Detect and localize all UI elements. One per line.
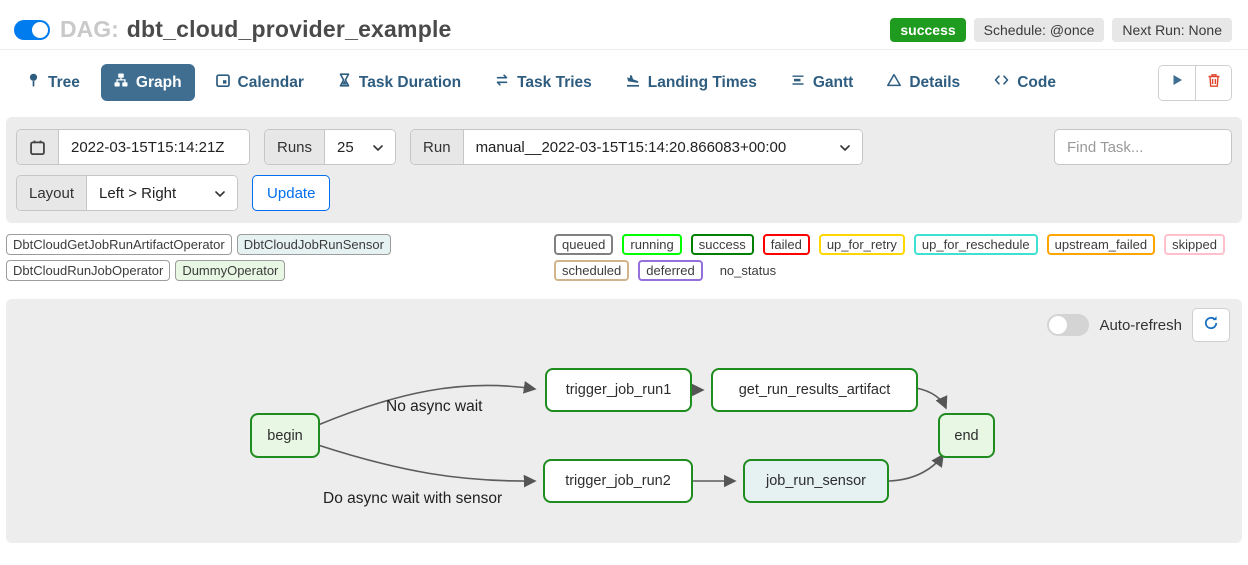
dag-prefix: DAG: — [60, 16, 119, 42]
tab-details[interactable]: Details — [874, 64, 973, 101]
dag-graph-panel: Auto-refresh No async wait Do async wait… — [6, 299, 1242, 543]
run-value: manual__2022-03-15T15:14:20.866083+00:00 — [475, 138, 787, 156]
run-select[interactable]: manual__2022-03-15T15:14:20.866083+00:00 — [463, 130, 862, 164]
edge-begin-trigger2 — [317, 444, 537, 488]
runs-group: Runs 25 — [264, 129, 397, 165]
state-badge: scheduled — [554, 260, 630, 281]
edge-sensor-end — [888, 453, 944, 482]
tab-label: Task Tries — [517, 73, 592, 91]
runs-value: 25 — [337, 138, 354, 156]
layout-value: Left > Right — [99, 184, 177, 202]
filter-bar: Runs 25 Run manual__2022-03-15T15:14:20.… — [6, 117, 1242, 223]
tab-task-duration[interactable]: Task Duration — [325, 64, 474, 101]
state-badge: failed — [762, 234, 810, 255]
run-group: Run manual__2022-03-15T15:14:20.866083+0… — [410, 129, 863, 165]
delete-dag-button[interactable] — [1195, 65, 1231, 100]
run-label: Run — [411, 130, 464, 164]
header: DAG: dbt_cloud_provider_example success … — [0, 0, 1248, 50]
find-task-input[interactable] — [1054, 129, 1232, 165]
tab-label: Gantt — [812, 73, 854, 91]
tab-label: Graph — [135, 73, 182, 91]
edge-artifact-end — [915, 387, 948, 410]
tab-tree[interactable]: Tree — [14, 64, 93, 101]
tab-task-tries[interactable]: Task Tries — [482, 64, 605, 101]
task-node-get-run-results-artifact[interactable]: get_run_results_artifact — [711, 368, 918, 412]
tab-label: Landing Times — [647, 73, 757, 91]
legend: DbtCloudGetJobRunArtifactOperator DbtClo… — [0, 223, 1248, 289]
dag-status-badge: success — [890, 17, 966, 42]
refresh-icon — [1203, 315, 1219, 336]
toggle-knob — [1049, 316, 1068, 334]
plane-landing-icon — [626, 73, 640, 92]
tab-label: Code — [1017, 73, 1056, 91]
operator-badge: DbtCloudGetJobRunArtifactOperator — [6, 234, 232, 255]
state-badge: deferred — [638, 260, 703, 281]
dag-edges — [317, 381, 948, 488]
view-tabbar: Tree Graph Calendar Task Duration Task T… — [0, 50, 1248, 117]
operator-badge: DbtCloudRunJobOperator — [6, 260, 171, 281]
align-icon — [791, 73, 805, 92]
trash-icon — [1207, 73, 1221, 93]
tab-code[interactable]: Code — [981, 64, 1069, 101]
edge-label: Do async wait with sensor — [323, 490, 503, 507]
state-badge: up_for_retry — [818, 234, 905, 255]
calendar-picker-icon[interactable] — [17, 130, 59, 164]
task-node-trigger-job-run2[interactable]: trigger_job_run2 — [543, 459, 693, 503]
chevron-down-icon — [373, 139, 383, 156]
toggle-knob — [32, 21, 48, 38]
runs-select[interactable]: 25 — [325, 130, 396, 164]
dag-pause-toggle[interactable] — [14, 19, 50, 40]
operator-badge: DummyOperator — [175, 260, 286, 281]
tab-label: Calendar — [237, 73, 304, 91]
runs-label: Runs — [265, 130, 326, 164]
base-date-group — [16, 129, 250, 165]
task-node-trigger-job-run1[interactable]: trigger_job_run1 — [545, 368, 692, 412]
tab-label: Details — [909, 73, 961, 91]
trigger-dag-button[interactable] — [1159, 65, 1195, 100]
state-badge: upstream_failed — [1046, 234, 1156, 255]
state-badge: up_for_reschedule — [913, 234, 1038, 255]
play-icon — [1170, 73, 1184, 92]
state-badge: success — [690, 234, 754, 255]
tab-gantt[interactable]: Gantt — [778, 64, 866, 101]
edge-begin-trigger1 — [317, 381, 537, 426]
task-node-begin[interactable]: begin — [250, 413, 320, 458]
tab-graph[interactable]: Graph — [100, 64, 195, 101]
next-run-badge: Next Run: None — [1112, 17, 1232, 42]
dag-title: dbt_cloud_provider_example — [126, 16, 452, 42]
warning-triangle-icon — [887, 73, 902, 92]
sitemap-icon — [114, 73, 128, 92]
tab-calendar[interactable]: Calendar — [203, 64, 317, 101]
state-badge: queued — [554, 234, 614, 255]
state-badge: running — [622, 234, 682, 255]
state-badge: skipped — [1164, 234, 1225, 255]
task-node-end[interactable]: end — [938, 413, 995, 458]
chevron-down-icon — [215, 185, 225, 202]
task-node-job-run-sensor[interactable]: job_run_sensor — [743, 459, 889, 503]
auto-refresh-label: Auto-refresh — [1099, 316, 1182, 334]
tab-landing-times[interactable]: Landing Times — [613, 64, 770, 101]
tab-label: Tree — [48, 73, 80, 91]
pin-icon — [27, 73, 40, 92]
state-badge: no_status — [719, 263, 777, 278]
layout-select[interactable]: Left > Right — [87, 176, 238, 210]
tab-label: Task Duration — [358, 73, 462, 91]
refresh-button[interactable] — [1192, 308, 1230, 342]
hourglass-icon — [338, 73, 351, 92]
schedule-badge: Schedule: @once — [973, 17, 1105, 42]
layout-group: Layout Left > Right — [16, 175, 239, 211]
base-date-input[interactable] — [71, 138, 237, 156]
code-icon — [994, 73, 1009, 92]
calendar-icon — [215, 73, 230, 92]
state-legend: queued running success failed up_for_ret… — [554, 234, 1242, 281]
edge-label: No async wait — [386, 398, 483, 415]
operator-badge: DbtCloudJobRunSensor — [236, 234, 391, 255]
operator-legend: DbtCloudGetJobRunArtifactOperator DbtClo… — [6, 234, 554, 281]
chevron-down-icon — [839, 139, 850, 156]
repeat-icon — [495, 73, 509, 92]
auto-refresh-toggle[interactable] — [1047, 314, 1090, 336]
layout-label: Layout — [17, 176, 88, 210]
update-button[interactable]: Update — [252, 175, 331, 211]
